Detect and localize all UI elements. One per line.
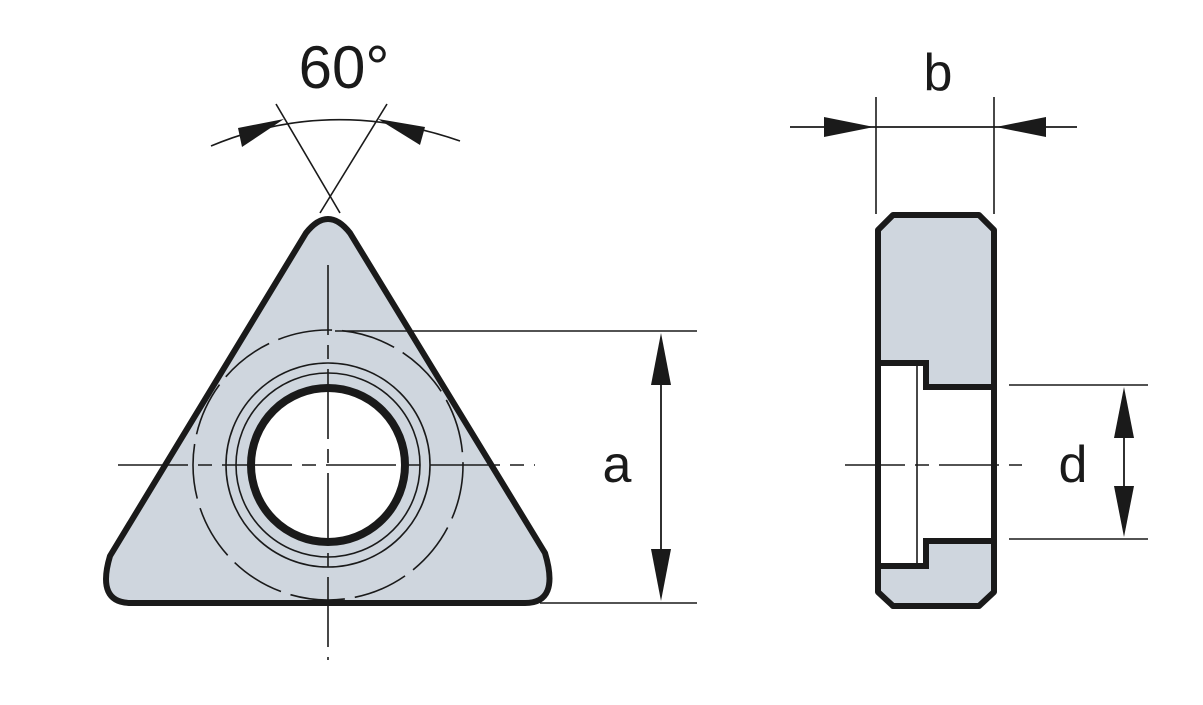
- dimension-a: a: [335, 330, 697, 604]
- dimension-d-arrow-bottom: [1114, 486, 1134, 537]
- side-view-hole-outline-top: [881, 360, 991, 390]
- side-view: [845, 212, 1022, 609]
- angle-line-left: [275, 103, 341, 214]
- dimension-b-arrow-left: [824, 117, 874, 137]
- dimension-b: b: [790, 44, 1077, 214]
- front-view: 60°: [103, 34, 553, 660]
- dimension-a-arrow-bottom: [651, 549, 671, 601]
- angle-arrow-left: [238, 119, 284, 147]
- dimension-a-arrow-top: [651, 333, 671, 385]
- angle-arrow-right: [378, 119, 425, 145]
- dimension-d-label: d: [1059, 436, 1088, 494]
- side-view-hole-section: [881, 363, 991, 566]
- angle-label: 60°: [299, 34, 390, 101]
- dimension-a-label: a: [603, 436, 632, 494]
- dimension-b-arrow-right: [996, 117, 1046, 137]
- dimension-b-label: b: [924, 44, 953, 102]
- side-view-hole-outline-bottom: [881, 538, 991, 569]
- dimension-d: d: [1009, 384, 1148, 540]
- dimension-d-arrow-top: [1114, 387, 1134, 438]
